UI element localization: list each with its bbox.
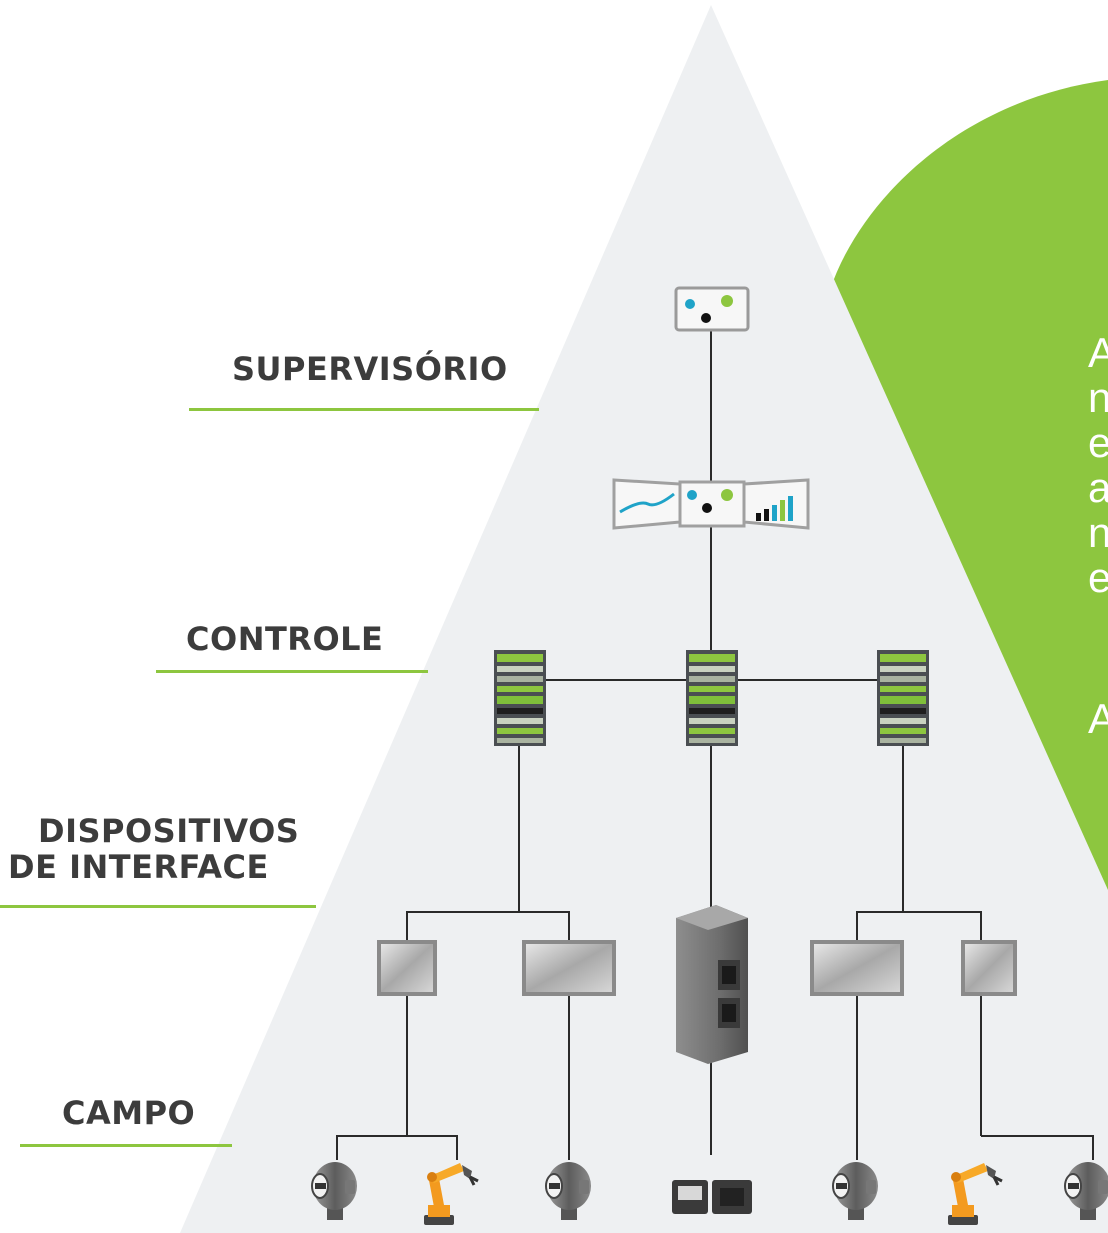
- level-label-controle: CONTROLE: [186, 620, 384, 658]
- blob-text-line: n: [1088, 374, 1108, 421]
- blob-text-line: e: [1088, 419, 1108, 466]
- plc-rack-icon: [877, 650, 929, 746]
- level-label-campo: CAMPO: [62, 1094, 196, 1132]
- din-rail-gateway-icon: [676, 905, 748, 1064]
- hmi-panel-icon: [522, 940, 616, 996]
- pyramid-background: [180, 5, 1108, 1233]
- blob-text-line: A: [1088, 695, 1108, 742]
- meter-module-icon: [672, 1180, 752, 1214]
- supervisor-screen-icon: [674, 286, 750, 332]
- hmi-panel-icon: [810, 940, 904, 996]
- hmi-panel-icon: [377, 940, 437, 996]
- level-label-interface: DE INTERFACE: [8, 848, 269, 886]
- level-divider-dispositivos: [0, 905, 316, 908]
- plc-rack-icon: [494, 650, 546, 746]
- plc-rack-icon: [686, 650, 738, 746]
- level-divider-campo: [20, 1144, 232, 1147]
- level-label-supervisorio: SUPERVISÓRIO: [232, 350, 508, 388]
- blob-text-line: e: [1088, 554, 1108, 601]
- level-divider-controle: [156, 670, 428, 673]
- level-divider-supervisorio: [189, 408, 539, 411]
- hmi-panel-icon: [961, 940, 1017, 996]
- hmi-triple-screen-icon: [612, 478, 810, 530]
- blob-text-line: a: [1088, 464, 1108, 511]
- blob-text-line: n: [1088, 509, 1108, 556]
- level-label-dispositivos: DISPOSITIVOS: [38, 812, 300, 850]
- blob-text-line: A: [1088, 329, 1108, 376]
